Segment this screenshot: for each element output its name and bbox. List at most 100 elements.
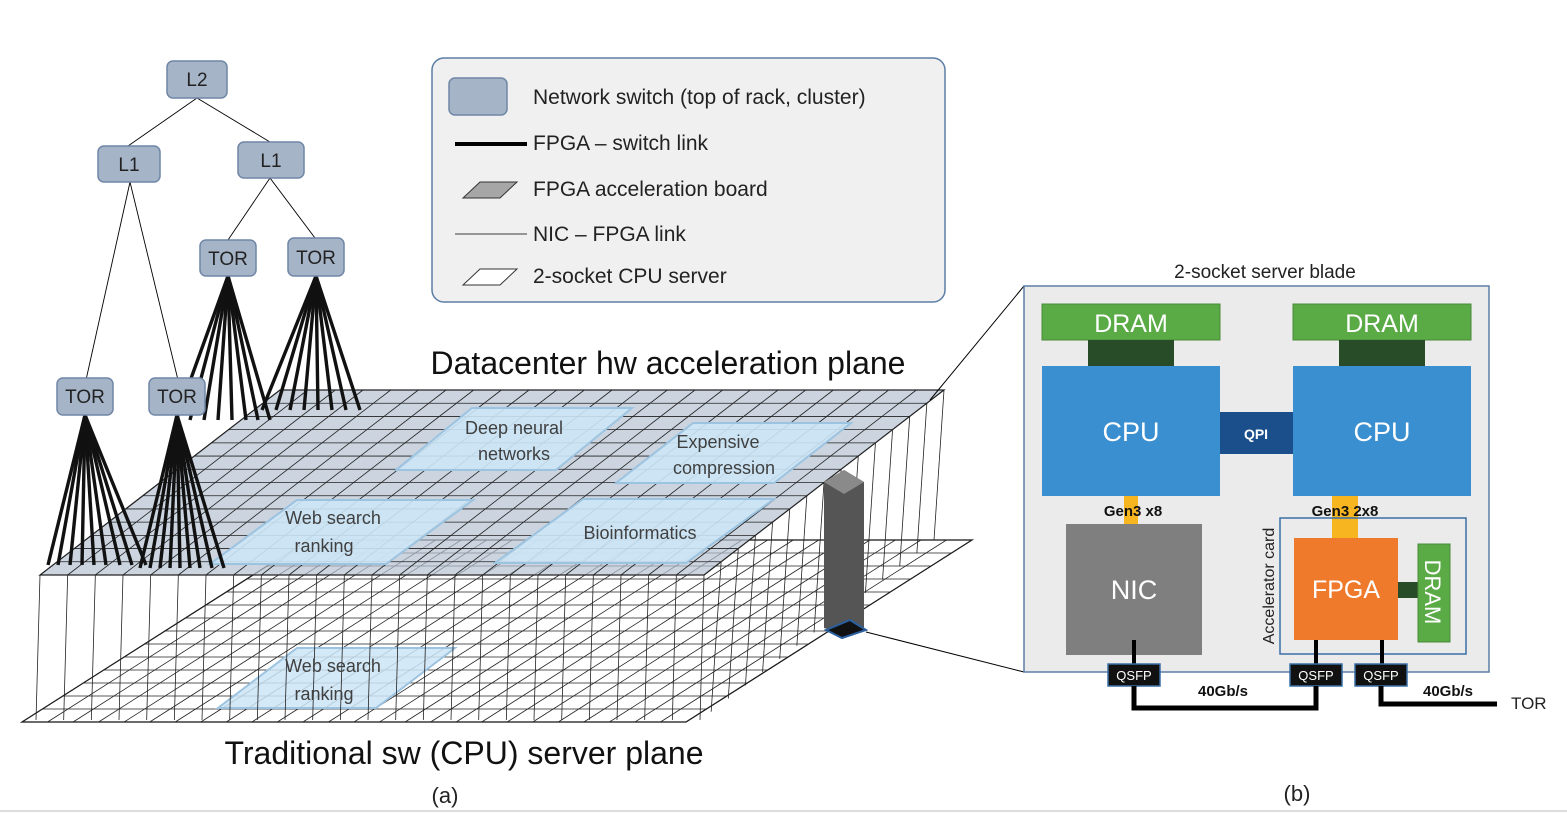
nic-fpga-link	[63, 574, 69, 721]
region-compression-label-2: compression	[673, 458, 775, 478]
switch-tor-2	[148, 377, 206, 416]
nic-fpga-link	[899, 416, 911, 567]
zoom-line-top	[929, 285, 1025, 401]
nic-fpga-link	[450, 574, 456, 721]
nic-fpga-link	[710, 561, 722, 712]
qpi-link	[1220, 412, 1293, 454]
dram-right-connector	[1339, 340, 1425, 366]
nic-fpga-link	[813, 482, 825, 633]
nic-label: NIC	[1111, 575, 1158, 605]
nic-fpga-link	[644, 574, 650, 721]
fpga-switch-link	[175, 414, 214, 569]
switch-tor-4-label: TOR	[296, 248, 336, 269]
nic-fpga-link	[256, 574, 262, 721]
region-websearch-lower	[215, 647, 458, 709]
nic-fpga-link	[505, 574, 511, 721]
nic-fpga-link	[745, 535, 756, 686]
fpga-dram-connector	[1398, 582, 1418, 598]
caption-b: (b)	[1284, 781, 1311, 806]
fpga-switch-link	[226, 275, 248, 421]
region-dnn-label-1: Deep neural	[465, 418, 563, 438]
fpga-switch-link	[83, 414, 96, 566]
accelerator-card-label: Accelerator card	[1261, 528, 1278, 645]
fpga	[1294, 538, 1398, 640]
fpga-switch-link	[314, 275, 348, 411]
region-bioinformatics	[491, 498, 778, 564]
nic-fpga-link	[533, 574, 539, 721]
switch-l1-left	[97, 145, 161, 183]
nic-fpga-link	[90, 574, 96, 721]
qsfp-3-label: QSFP	[1363, 668, 1398, 683]
cpu-right	[1293, 366, 1471, 496]
nic-fpga-link	[229, 574, 235, 721]
region-websearch-lower-label-2: ranking	[294, 684, 353, 704]
nic-fpga-link	[796, 495, 808, 646]
fpga-switch-link	[83, 414, 122, 566]
dram-right	[1292, 303, 1472, 341]
legend-label-nic-fpga-link: NIC – FPGA link	[533, 223, 686, 246]
blade-title: 2-socket server blade	[1174, 262, 1356, 283]
server-plane-title: Traditional sw (CPU) server plane	[225, 735, 704, 771]
region-websearch-label-2: ranking	[294, 536, 353, 556]
accelerator-card	[1279, 517, 1467, 655]
nic	[1066, 524, 1202, 655]
switch-tree: L2 L1 L1 TOR TOR TOR TOR	[56, 60, 345, 416]
nic-fpga-link	[916, 403, 928, 554]
acceleration-plane-title: Datacenter hw acceleration plane	[431, 345, 906, 381]
region-dnn	[393, 407, 635, 471]
fpga-switch-link	[226, 275, 260, 421]
legend-label-fpga-switch-link: FPGA – switch link	[533, 132, 709, 155]
nic-fpga-link	[367, 574, 373, 721]
fpga-dram	[1417, 543, 1451, 643]
fpga-switch-link	[68, 414, 87, 566]
region-websearch	[206, 499, 477, 565]
legend-label-fpga-board: FPGA acceleration board	[533, 178, 768, 201]
switch-tor-1-label: TOR	[65, 387, 105, 408]
nic-fpga-link	[882, 429, 893, 580]
switch-l1-left-label: L1	[118, 155, 139, 176]
fpga-dram-label: DRAM	[1420, 560, 1445, 625]
region-dnn-label-2: networks	[478, 444, 550, 464]
gen3-left-label: Gen3 x8	[1104, 503, 1162, 520]
fpga-switch-link	[83, 414, 134, 566]
fpga-switch-link	[202, 275, 230, 421]
fpga-switch-link	[288, 275, 318, 411]
fpga-switch-link	[314, 275, 334, 411]
nic-fpga-link	[146, 574, 152, 721]
nic-fpga-link	[588, 574, 594, 721]
legend-box	[431, 57, 946, 303]
legend: Network switch (top of rack, cluster) FP…	[431, 57, 946, 303]
fpga-switch-link	[175, 414, 226, 569]
switch-l1-right	[237, 141, 305, 179]
fpga-switch-link	[56, 414, 87, 566]
nic-fpga-link	[671, 574, 677, 721]
fpga-switch-link	[226, 275, 234, 421]
legend-label-switch: Network switch (top of rack, cluster)	[533, 86, 866, 109]
fpga-switch-link	[302, 275, 318, 411]
cpu-right-label: CPU	[1353, 417, 1410, 447]
legend-switch-icon	[448, 77, 508, 116]
nic-fpga-links	[35, 389, 945, 721]
nic-fpga-cable	[1131, 686, 1319, 711]
region-bio-label: Bioinformatics	[583, 523, 696, 543]
dram-right-label: DRAM	[1345, 310, 1419, 338]
acceleration-plane	[38, 389, 946, 576]
switch-tor-1	[56, 377, 114, 416]
fpga-switch-link	[80, 414, 87, 566]
nic-fpga-link	[561, 574, 567, 721]
switch-tor-3-label: TOR	[208, 249, 248, 270]
fpga-label: FPGA	[1312, 576, 1380, 604]
gen3-right-label: Gen3 2x8	[1312, 503, 1379, 520]
cpu-left-label: CPU	[1102, 417, 1159, 447]
switch-tree-links	[85, 97, 316, 381]
dram-left-label: DRAM	[1094, 310, 1168, 338]
dram-left-connector	[1088, 340, 1174, 366]
nic-fpga-link	[865, 442, 876, 593]
fpga-tor-cable	[1378, 686, 1497, 707]
switch-l2-label: L2	[186, 70, 207, 91]
qpi-label: QPI	[1244, 426, 1268, 442]
fpga-switch-link	[226, 275, 272, 421]
fpga-switch-link	[216, 275, 230, 421]
nic-fpga-link	[699, 574, 705, 721]
speed-label-1: 40Gb/s	[1198, 683, 1248, 700]
